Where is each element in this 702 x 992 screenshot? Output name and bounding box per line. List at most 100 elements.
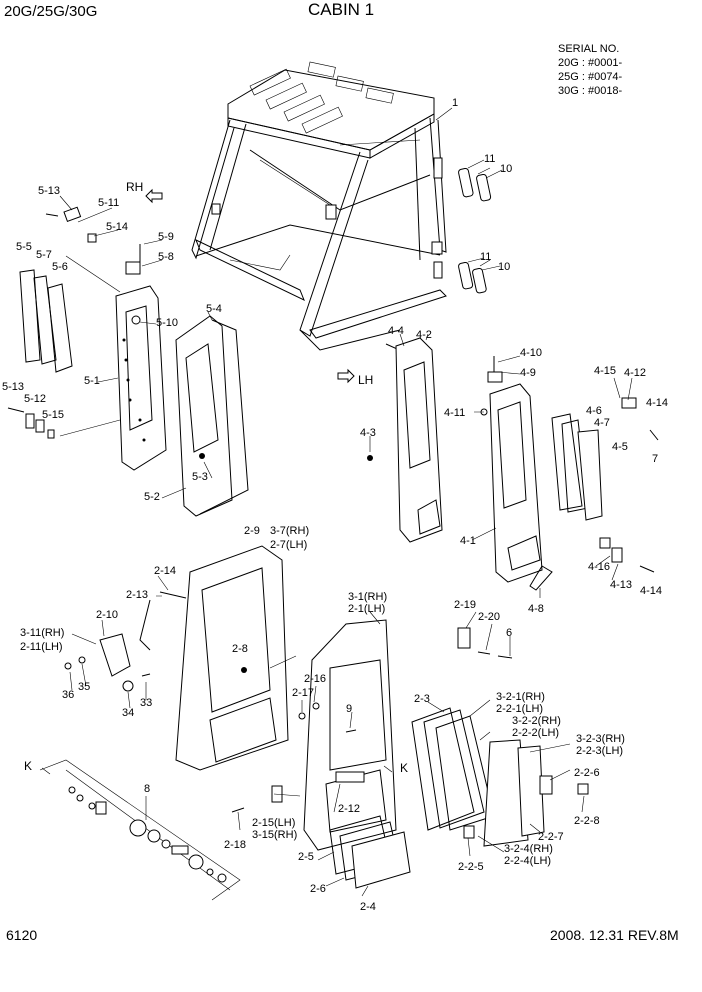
lh-door-group — [367, 337, 659, 591]
callout: 3-2-3(RH) — [576, 733, 625, 745]
callout: 5-11 — [98, 197, 119, 209]
callout: 2-9 — [244, 525, 260, 537]
callout: 5-1 — [84, 375, 100, 387]
callout: 4-6 — [586, 405, 602, 417]
callout: 2-2-8 — [574, 815, 600, 827]
callout: 33 — [140, 697, 152, 709]
callout: 2-16 — [304, 673, 326, 685]
callout: 36 — [62, 689, 74, 701]
callout: 2-4 — [360, 901, 376, 913]
callout: 5-4 — [206, 303, 222, 315]
door-holes — [122, 338, 146, 442]
serial-info: SERIAL NO. 20G : #0001- 25G : #0074- 30G… — [558, 43, 623, 97]
callout: 5-10 — [156, 317, 178, 329]
callout: 4-8 — [528, 603, 544, 615]
callout: 6 — [506, 627, 512, 639]
callout: 4-14 — [646, 397, 668, 409]
callout: 2-18 — [224, 839, 246, 851]
page-number: 6120 — [6, 927, 37, 943]
callout: K — [400, 761, 408, 775]
cabin-door-group — [64, 545, 513, 851]
callout: 4-5 — [612, 441, 628, 453]
callout: 35 — [78, 681, 90, 693]
model-header: 20G/25G/30G — [4, 3, 97, 20]
callout: 2-6 — [310, 883, 326, 895]
callout: 5-14 — [106, 221, 128, 233]
serial-heading: SERIAL NO. — [558, 43, 619, 55]
rh-door-group — [7, 206, 249, 517]
rh-label: RH — [126, 180, 143, 194]
callout: 2-15(LH) — [252, 817, 295, 829]
callout: 2-2-2(LH) — [512, 727, 559, 739]
cabin-frame — [191, 61, 447, 351]
callout: 2-12 — [338, 803, 360, 815]
callout: 9 — [346, 703, 352, 715]
callout: 2-2-1(LH) — [496, 703, 543, 715]
callout: 2-2-5 — [458, 861, 484, 873]
callout: 5-12 — [24, 393, 46, 405]
callout: 2-14 — [154, 565, 176, 577]
callout: 3-7(RH) — [270, 525, 309, 537]
callout: 4-4 — [388, 325, 404, 337]
callout: 5-3 — [192, 471, 208, 483]
revision-date: 2008. 12.31 REV.8M — [550, 927, 679, 943]
callout: 1 — [452, 97, 458, 109]
callout: 2-2-6 — [574, 767, 600, 779]
rh-arrow — [145, 188, 163, 204]
callout: 2-2-4(LH) — [504, 855, 551, 867]
callout: 4-7 — [594, 417, 610, 429]
callout: 4-11 — [444, 407, 465, 419]
callout: 2-7(LH) — [270, 539, 307, 551]
callout: 4-1 — [460, 535, 476, 547]
callout: 2-2-7 — [538, 831, 564, 843]
callout: 4-9 — [520, 367, 536, 379]
lower-window-group — [329, 815, 411, 889]
page-title: CABIN 1 — [308, 0, 374, 19]
handle-assembly — [39, 759, 245, 901]
callout: 2-20 — [478, 611, 500, 623]
callout: 5-15 — [42, 409, 64, 421]
lh-label: LH — [358, 373, 373, 387]
callout: 4-10 — [520, 347, 542, 359]
callout: 7 — [652, 453, 658, 465]
callout: 2-3 — [414, 693, 430, 705]
callout: 2-8 — [232, 643, 248, 655]
callout: 3-15(RH) — [252, 829, 297, 841]
callout: 5-6 — [52, 261, 68, 273]
callout: 2-1(LH) — [348, 603, 385, 615]
callout: 8 — [144, 783, 150, 795]
window-glass-group — [411, 707, 589, 847]
callout: 3-2-4(RH) — [504, 843, 553, 855]
roof-windows — [249, 61, 394, 134]
callout: 2-10 — [96, 609, 118, 621]
callout: 34 — [122, 707, 134, 719]
callout: 4-12 — [624, 367, 646, 379]
callout: 5-7 — [36, 249, 52, 261]
callout: 3-11(RH) — [20, 627, 64, 639]
callout: 2-17 — [292, 687, 314, 699]
part-callouts: 1 11 10 11 10 5-13 5-11 5-14 5-9 5-8 5-5… — [2, 97, 668, 913]
callout: 5-8 — [158, 251, 174, 263]
callout: 11 — [484, 153, 495, 165]
callout: 3-2-1(RH) — [496, 691, 545, 703]
callout: 5-13 — [2, 381, 24, 393]
side-pads — [458, 159, 503, 294]
callout: 4-13 — [610, 579, 632, 591]
callout: K — [24, 759, 32, 773]
leader-lines — [41, 107, 633, 897]
callout: 3-1(RH) — [348, 591, 387, 603]
callout: 5-2 — [144, 491, 160, 503]
callout: 4-16 — [588, 561, 610, 573]
serial-line: 25G : #0074- — [558, 71, 623, 83]
callout: 2-19 — [454, 599, 476, 611]
serial-line: 20G : #0001- — [558, 57, 623, 69]
callout: 5-13 — [38, 185, 60, 197]
callout: 11 — [480, 251, 491, 263]
callout: 2-11(LH) — [20, 641, 63, 653]
callout: 4-3 — [360, 427, 376, 439]
lh-arrow — [337, 368, 355, 384]
callout: 5-9 — [158, 231, 174, 243]
callout: 2-2-3(LH) — [576, 745, 623, 757]
callout: 4-14 — [640, 585, 662, 597]
callout: 2-13 — [126, 589, 148, 601]
